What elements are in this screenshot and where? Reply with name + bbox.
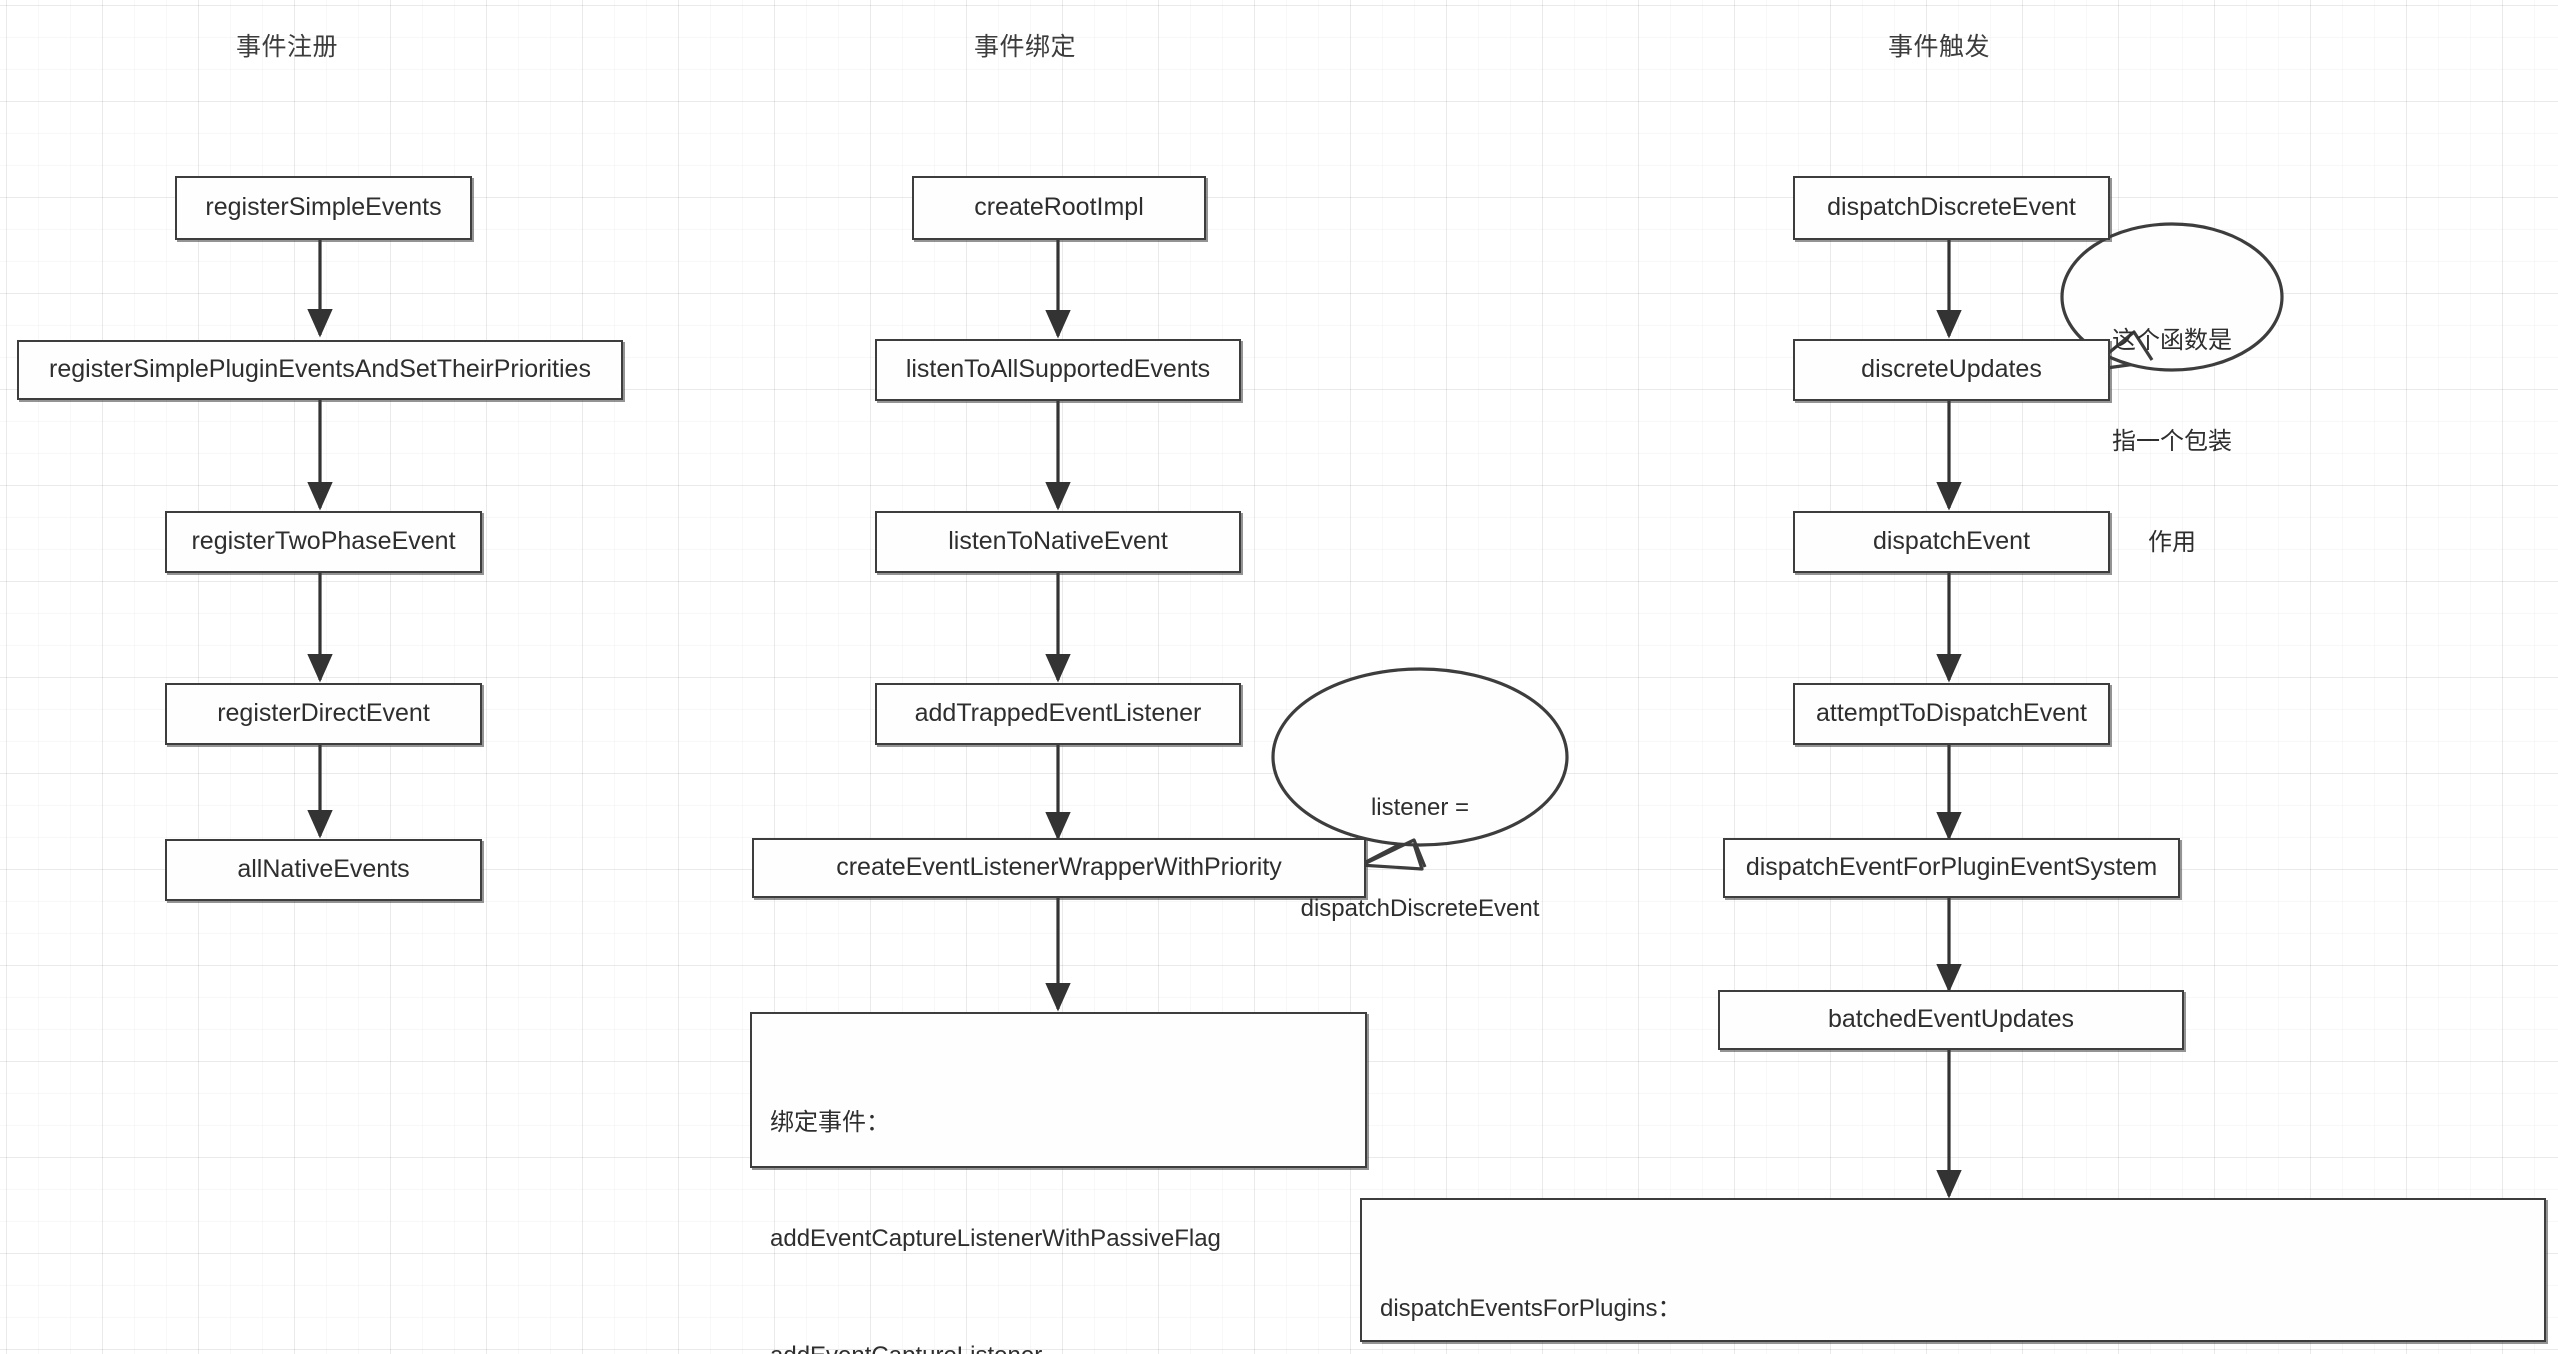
column-header-binding: 事件绑定	[974, 33, 1077, 61]
column-header-registration: 事件注册	[236, 33, 339, 61]
node-dispatchDiscreteEvent[interactable]: dispatchDiscreteEvent	[1793, 176, 2110, 240]
column-header-trigger: 事件触发	[1888, 33, 1991, 61]
node-listenToNativeEvent[interactable]: listenToNativeEvent	[875, 511, 1241, 573]
wrapper-callout-line-1: 指一个包装	[2112, 427, 2232, 455]
node-dispatchEvent[interactable]: dispatchEvent	[1793, 511, 2110, 573]
binding-note-line-0: 绑定事件：	[770, 1108, 890, 1136]
node-discreteUpdates[interactable]: discreteUpdates	[1793, 339, 2110, 401]
node-batchedEventUpdates[interactable]: batchedEventUpdates	[1718, 990, 2184, 1050]
node-allNativeEvents[interactable]: allNativeEvents	[165, 839, 482, 901]
trigger-note-line-0: dispatchEventsForPlugins：	[1380, 1294, 1682, 1322]
listener-callout-line-0: listener =	[1370, 794, 1470, 822]
binding-note-line-2: addEventCaptureListener	[770, 1337, 1349, 1354]
node-registerDirectEvent[interactable]: registerDirectEvent	[165, 683, 482, 745]
node-listenToAllSupportedEvents[interactable]: listenToAllSupportedEvents	[875, 339, 1241, 401]
node-dispatchEventForPluginEventSystem[interactable]: dispatchEventForPluginEventSystem	[1723, 838, 2180, 898]
node-attemptToDispatchEvent[interactable]: attemptToDispatchEvent	[1793, 683, 2110, 745]
node-addTrappedEventListener[interactable]: addTrappedEventListener	[875, 683, 1241, 745]
node-registerSimplePluginEventsAndSetTheirPriorities[interactable]: registerSimplePluginEventsAndSetTheirPri…	[17, 340, 623, 400]
dispatch-events-for-plugins-note: dispatchEventsForPlugins： 1、extractEvent…	[1360, 1198, 2546, 1342]
binding-events-note: 绑定事件： addEventCaptureListenerWithPassive…	[750, 1012, 1367, 1354]
binding-note-line-1: addEventCaptureListenerWithPassiveFlag	[770, 1225, 1221, 1253]
node-registerTwoPhaseEvent[interactable]: registerTwoPhaseEvent	[165, 511, 482, 573]
node-createRootImpl[interactable]: createRootImpl	[912, 176, 1206, 240]
node-createEventListenerWrapperWithPriority[interactable]: createEventListenerWrapperWithPriority	[752, 838, 1366, 898]
node-registerSimpleEvents[interactable]: registerSimpleEvents	[175, 176, 472, 240]
